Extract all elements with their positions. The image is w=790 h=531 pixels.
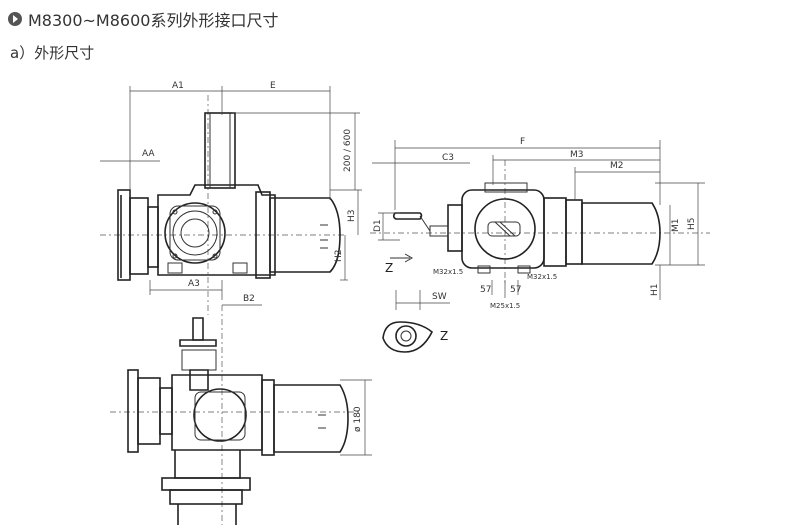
page-title: M8300~M8600系列外形接口尺寸 xyxy=(28,11,279,30)
z-view: SW Z xyxy=(382,290,450,353)
port-label-m25: M25x1.5 xyxy=(490,302,520,310)
dim-label-phi180: ø 180 xyxy=(353,406,363,432)
side-view: F M3 C3 M2 D1 M1 H5 H1 Z M32x1.5 M32x1.5… xyxy=(370,137,710,310)
dim-label-H2: H2 xyxy=(334,250,344,263)
top-view: ø 180 xyxy=(110,305,372,525)
front-view: A1 E AA 200 / 600 H3 H2 A3 B2 xyxy=(100,81,362,315)
header: M8300~M8600系列外形接口尺寸 xyxy=(8,6,278,32)
dim-label-57-right: 57 xyxy=(510,285,521,295)
dim-label-200-600: 200 / 600 xyxy=(343,129,353,172)
dim-label-M1: M1 xyxy=(671,219,681,233)
play-circle-icon xyxy=(8,12,22,26)
dim-label-D1: D1 xyxy=(373,219,383,232)
dim-label-AA: AA xyxy=(142,149,155,159)
dim-label-B2: B2 xyxy=(243,294,255,304)
dim-label-C3: C3 xyxy=(442,153,454,163)
dim-label-E: E xyxy=(270,81,276,91)
dim-label-H3: H3 xyxy=(347,210,357,223)
port-label-m32-left: M32x1.5 xyxy=(433,268,463,276)
dim-label-F: F xyxy=(520,137,525,147)
section-subtitle: a）外形尺寸 xyxy=(10,44,95,62)
dim-label-A1: A1 xyxy=(172,81,184,91)
z-view-label: Z xyxy=(440,329,448,343)
dim-label-M3: M3 xyxy=(570,150,584,160)
port-label-m32-right: M32x1.5 xyxy=(527,273,557,281)
dim-label-H5: H5 xyxy=(687,218,697,231)
dim-label-SW: SW xyxy=(432,292,447,302)
dim-label-57-left: 57 xyxy=(480,285,491,295)
dim-label-M2: M2 xyxy=(610,161,624,171)
view-label-z: Z xyxy=(385,261,393,275)
dim-label-A3: A3 xyxy=(188,279,200,289)
dim-label-H1: H1 xyxy=(650,284,660,297)
